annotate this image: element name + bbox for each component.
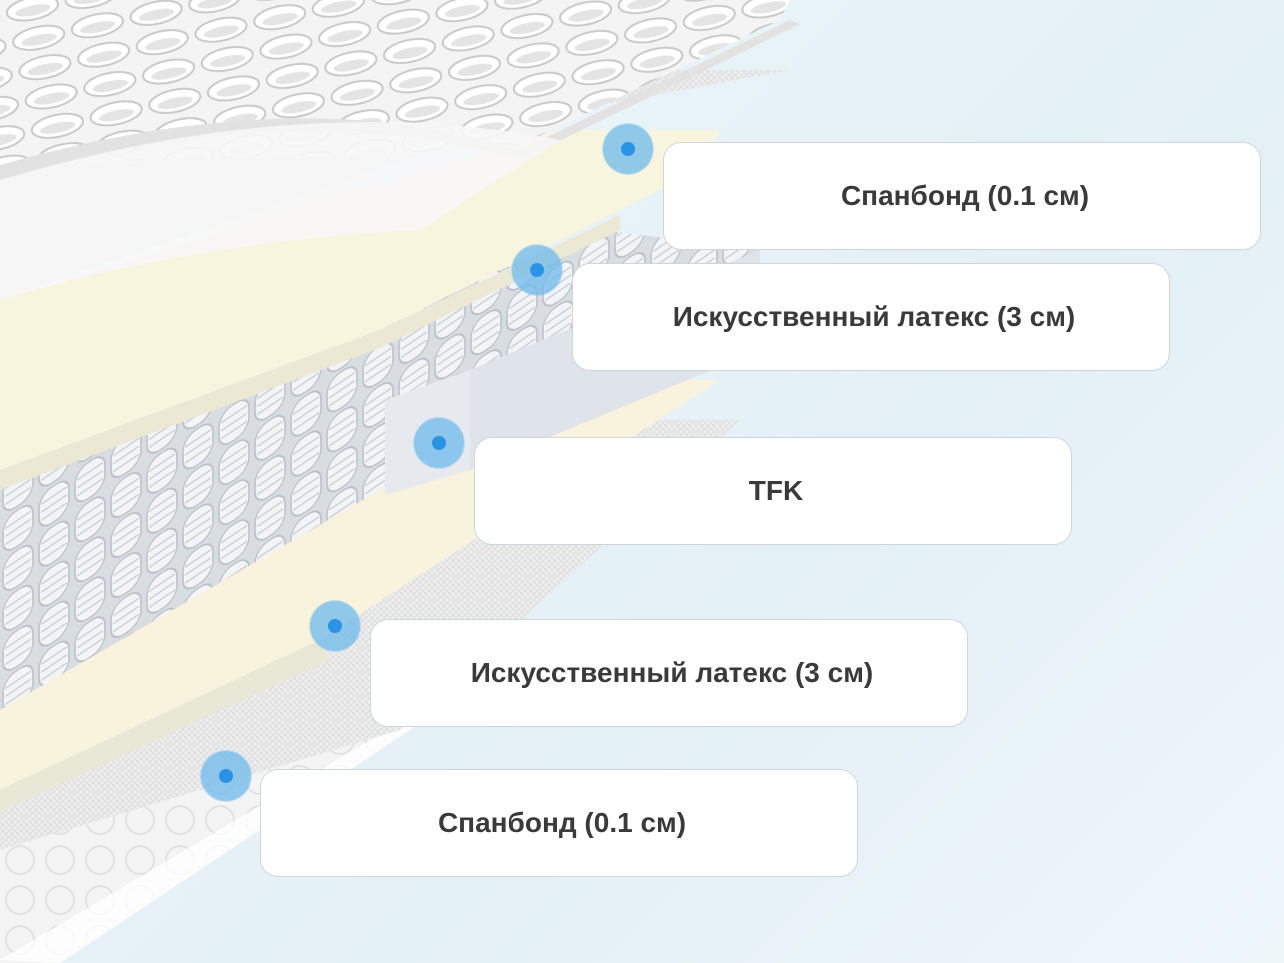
layer-marker-icon[interactable]	[201, 751, 251, 801]
layer-marker-dot	[621, 142, 635, 156]
layer-label-text: Искусственный латекс (3 см)	[672, 301, 1076, 332]
layer-label-spanbond-top[interactable]: Спанбонд (0.1 см)	[663, 142, 1261, 250]
layer-marker-dot	[432, 436, 446, 450]
layer-marker-dot	[219, 769, 233, 783]
layer-marker-dot	[328, 619, 342, 633]
layer-marker-icon[interactable]	[512, 245, 562, 295]
layer-marker-icon[interactable]	[414, 418, 464, 468]
layer-label-latex-bottom[interactable]: Искусственный латекс (3 см)	[370, 619, 968, 727]
layer-label-text: TFK	[748, 475, 804, 506]
layer-marker-icon[interactable]	[310, 601, 360, 651]
layer-marker-dot	[530, 263, 544, 277]
layer-label-text: Спанбонд (0.1 см)	[840, 180, 1090, 211]
layer-label-text: Искусственный латекс (3 см)	[470, 657, 874, 688]
layer-label-latex-top[interactable]: Искусственный латекс (3 см)	[572, 263, 1170, 371]
layer-marker-icon[interactable]	[603, 124, 653, 174]
layer-label-spanbond-bottom[interactable]: Спанбонд (0.1 см)	[260, 769, 858, 877]
layer-label-tfk[interactable]: TFK	[474, 437, 1072, 545]
layer-label-text: Спанбонд (0.1 см)	[437, 807, 687, 838]
